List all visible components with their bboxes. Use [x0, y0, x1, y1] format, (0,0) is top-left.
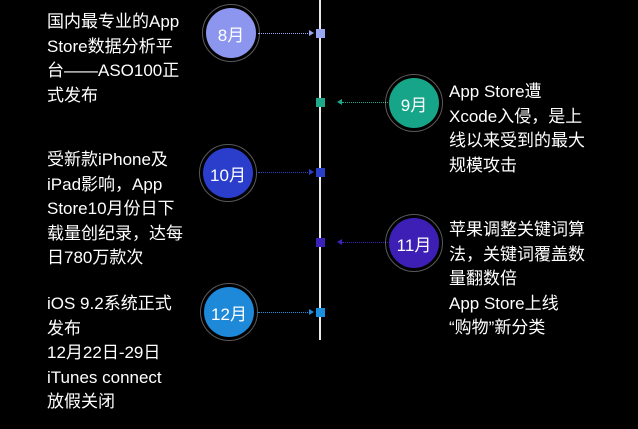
month-badge-november: 11月	[385, 214, 443, 272]
event-text-october: 受新款iPhone及 iPad影响，App Store10月份日下 载量创纪录，…	[47, 150, 183, 267]
arrow-december	[309, 309, 314, 315]
arrow-august	[309, 30, 314, 36]
event-text-november: 苹果调整关键词算 法，关键词覆盖数 量翻数倍 App Store上线 “购物”新…	[449, 220, 585, 337]
timeline-node-october	[316, 168, 325, 177]
month-badge-september: 9月	[385, 74, 443, 132]
connector-december	[258, 312, 310, 313]
month-badge-august: 8月	[202, 4, 260, 62]
connector-october	[258, 172, 310, 173]
connector-november	[342, 242, 388, 243]
connector-august	[258, 33, 310, 34]
connector-september	[342, 102, 388, 103]
arrow-october	[309, 169, 314, 175]
timeline-node-august	[316, 29, 325, 38]
event-text-august: 国内最专业的App Store数据分析平 台——ASO100正 式发布	[47, 12, 180, 105]
event-text-september: App Store遭 Xcode入侵，是上 线以来受到的最大 规模攻击	[449, 82, 585, 175]
arrow-november	[337, 239, 342, 245]
timeline-node-november	[316, 238, 325, 247]
timeline-node-september	[316, 98, 325, 107]
event-text-december: iOS 9.2系统正式 发布 12月22日-29日 iTunes connect…	[47, 294, 172, 411]
month-badge-december: 12月	[200, 283, 258, 341]
month-badge-october: 10月	[199, 144, 257, 202]
arrow-september	[337, 99, 342, 105]
timeline-node-december	[316, 308, 325, 317]
